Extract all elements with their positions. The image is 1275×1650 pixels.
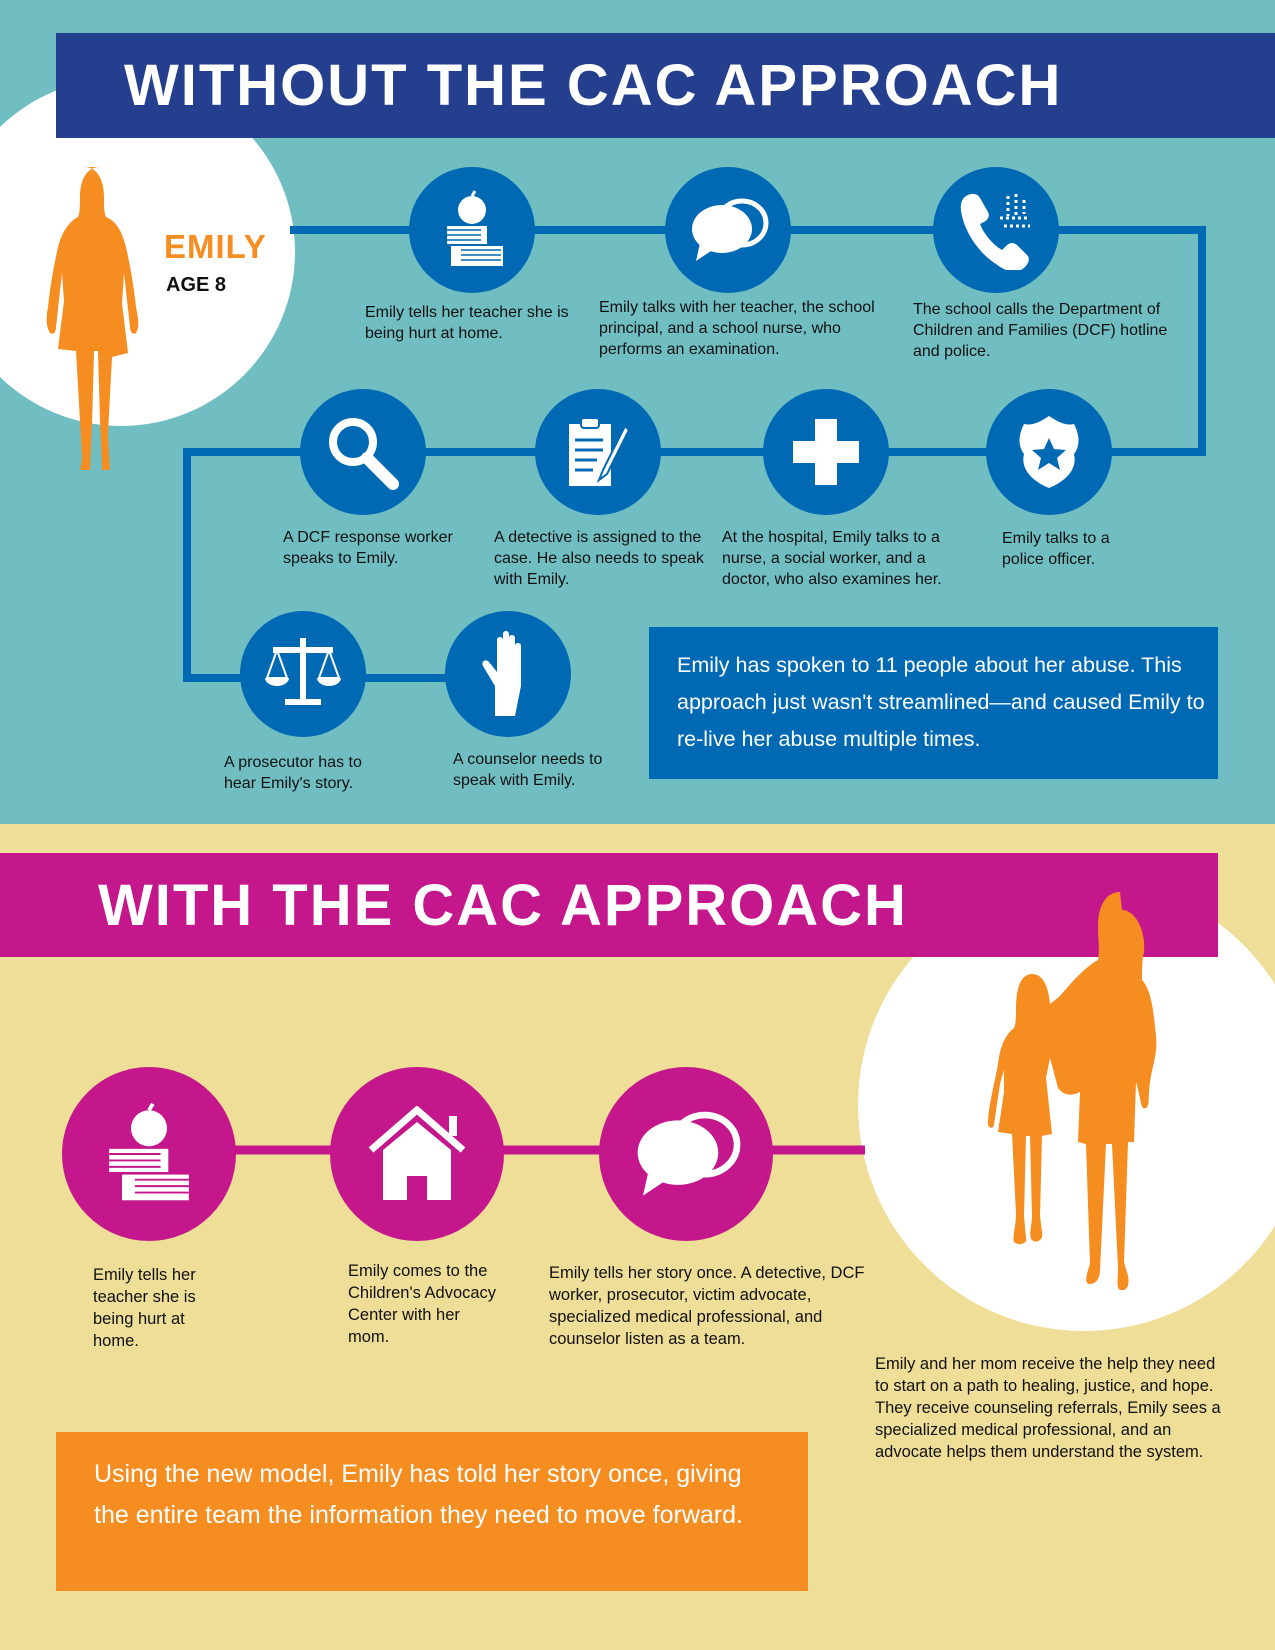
- cac-step-caption-2: Emily comes to the Children's Advocacy C…: [348, 1262, 497, 1346]
- medical-cross-icon: [793, 419, 859, 485]
- step-caption-4: Emily talks to a police officer.: [1002, 530, 1110, 568]
- step-circle-9: [445, 611, 571, 737]
- mother-daughter-silhouette: [988, 892, 1157, 1290]
- step-caption-6: A detective is assigned to the case. He …: [494, 529, 704, 588]
- apple-books-icon: [104, 1102, 194, 1206]
- cac-step-circle-3: [599, 1067, 773, 1241]
- clipboard-icon: [563, 414, 633, 490]
- step-circle-2: [665, 167, 791, 293]
- step-circle-1: [409, 167, 535, 293]
- with-summary-box: Using the new model, Emily has told her …: [56, 1432, 808, 1591]
- step-caption-3: The school calls the Department of Child…: [913, 301, 1168, 360]
- step-circle-5: [763, 389, 889, 515]
- phone-icon: [956, 190, 1036, 270]
- step-caption-8: A prosecutor has to hear Emily's story.: [224, 754, 362, 792]
- helping-hand-icon: [475, 630, 541, 718]
- cac-outcome-caption: Emily and her mom receive the help they …: [875, 1355, 1221, 1461]
- step-circle-3: [933, 167, 1059, 293]
- child-name: EMILY: [164, 228, 267, 265]
- step-caption-7: A DCF response worker speaks to Emily.: [283, 529, 453, 567]
- without-title: WITHOUT THE CAC APPROACH: [124, 53, 1063, 118]
- magnifier-icon: [325, 414, 401, 490]
- speech-bubbles-icon: [629, 1107, 743, 1201]
- child-age: AGE 8: [166, 274, 227, 296]
- without-summary-box: Emily has spoken to 11 people about her …: [649, 627, 1218, 779]
- apple-books-icon: [437, 190, 507, 270]
- step-circle-6: [535, 389, 661, 515]
- girl-silhouette: [46, 167, 139, 470]
- with-title: WITH THE CAC APPROACH: [98, 872, 908, 938]
- with-summary-text: Using the new model, Emily has told her …: [94, 1460, 743, 1529]
- step-caption-1: Emily tells her teacher she is being hur…: [365, 304, 569, 342]
- police-badge-icon: [1018, 416, 1080, 488]
- cac-step-circle-2: [330, 1067, 504, 1241]
- with-banner: WITH THE CAC APPROACH: [0, 853, 1218, 957]
- without-summary-text: Emily has spoken to 11 people about her …: [677, 653, 1205, 751]
- without-banner: WITHOUT THE CAC APPROACH: [56, 33, 1275, 138]
- step-caption-2: Emily talks with her teacher, the school…: [599, 299, 875, 358]
- cac-step-circle-1: [62, 1067, 236, 1241]
- house-icon: [367, 1106, 467, 1202]
- speech-bubbles-icon: [686, 195, 770, 265]
- cac-step-caption-1: Emily tells her teacher she is being hur…: [93, 1266, 196, 1350]
- step-circle-8: [240, 611, 366, 737]
- cac-step-caption-3: Emily tells her story once. A detective,…: [549, 1264, 865, 1348]
- step-circle-7: [300, 389, 426, 515]
- step-caption-5: At the hospital, Emily talks to a nurse,…: [722, 529, 942, 588]
- step-circle-4: [986, 389, 1112, 515]
- scales-icon: [263, 636, 343, 712]
- step-caption-9: A counselor needs to speak with Emily.: [453, 751, 603, 789]
